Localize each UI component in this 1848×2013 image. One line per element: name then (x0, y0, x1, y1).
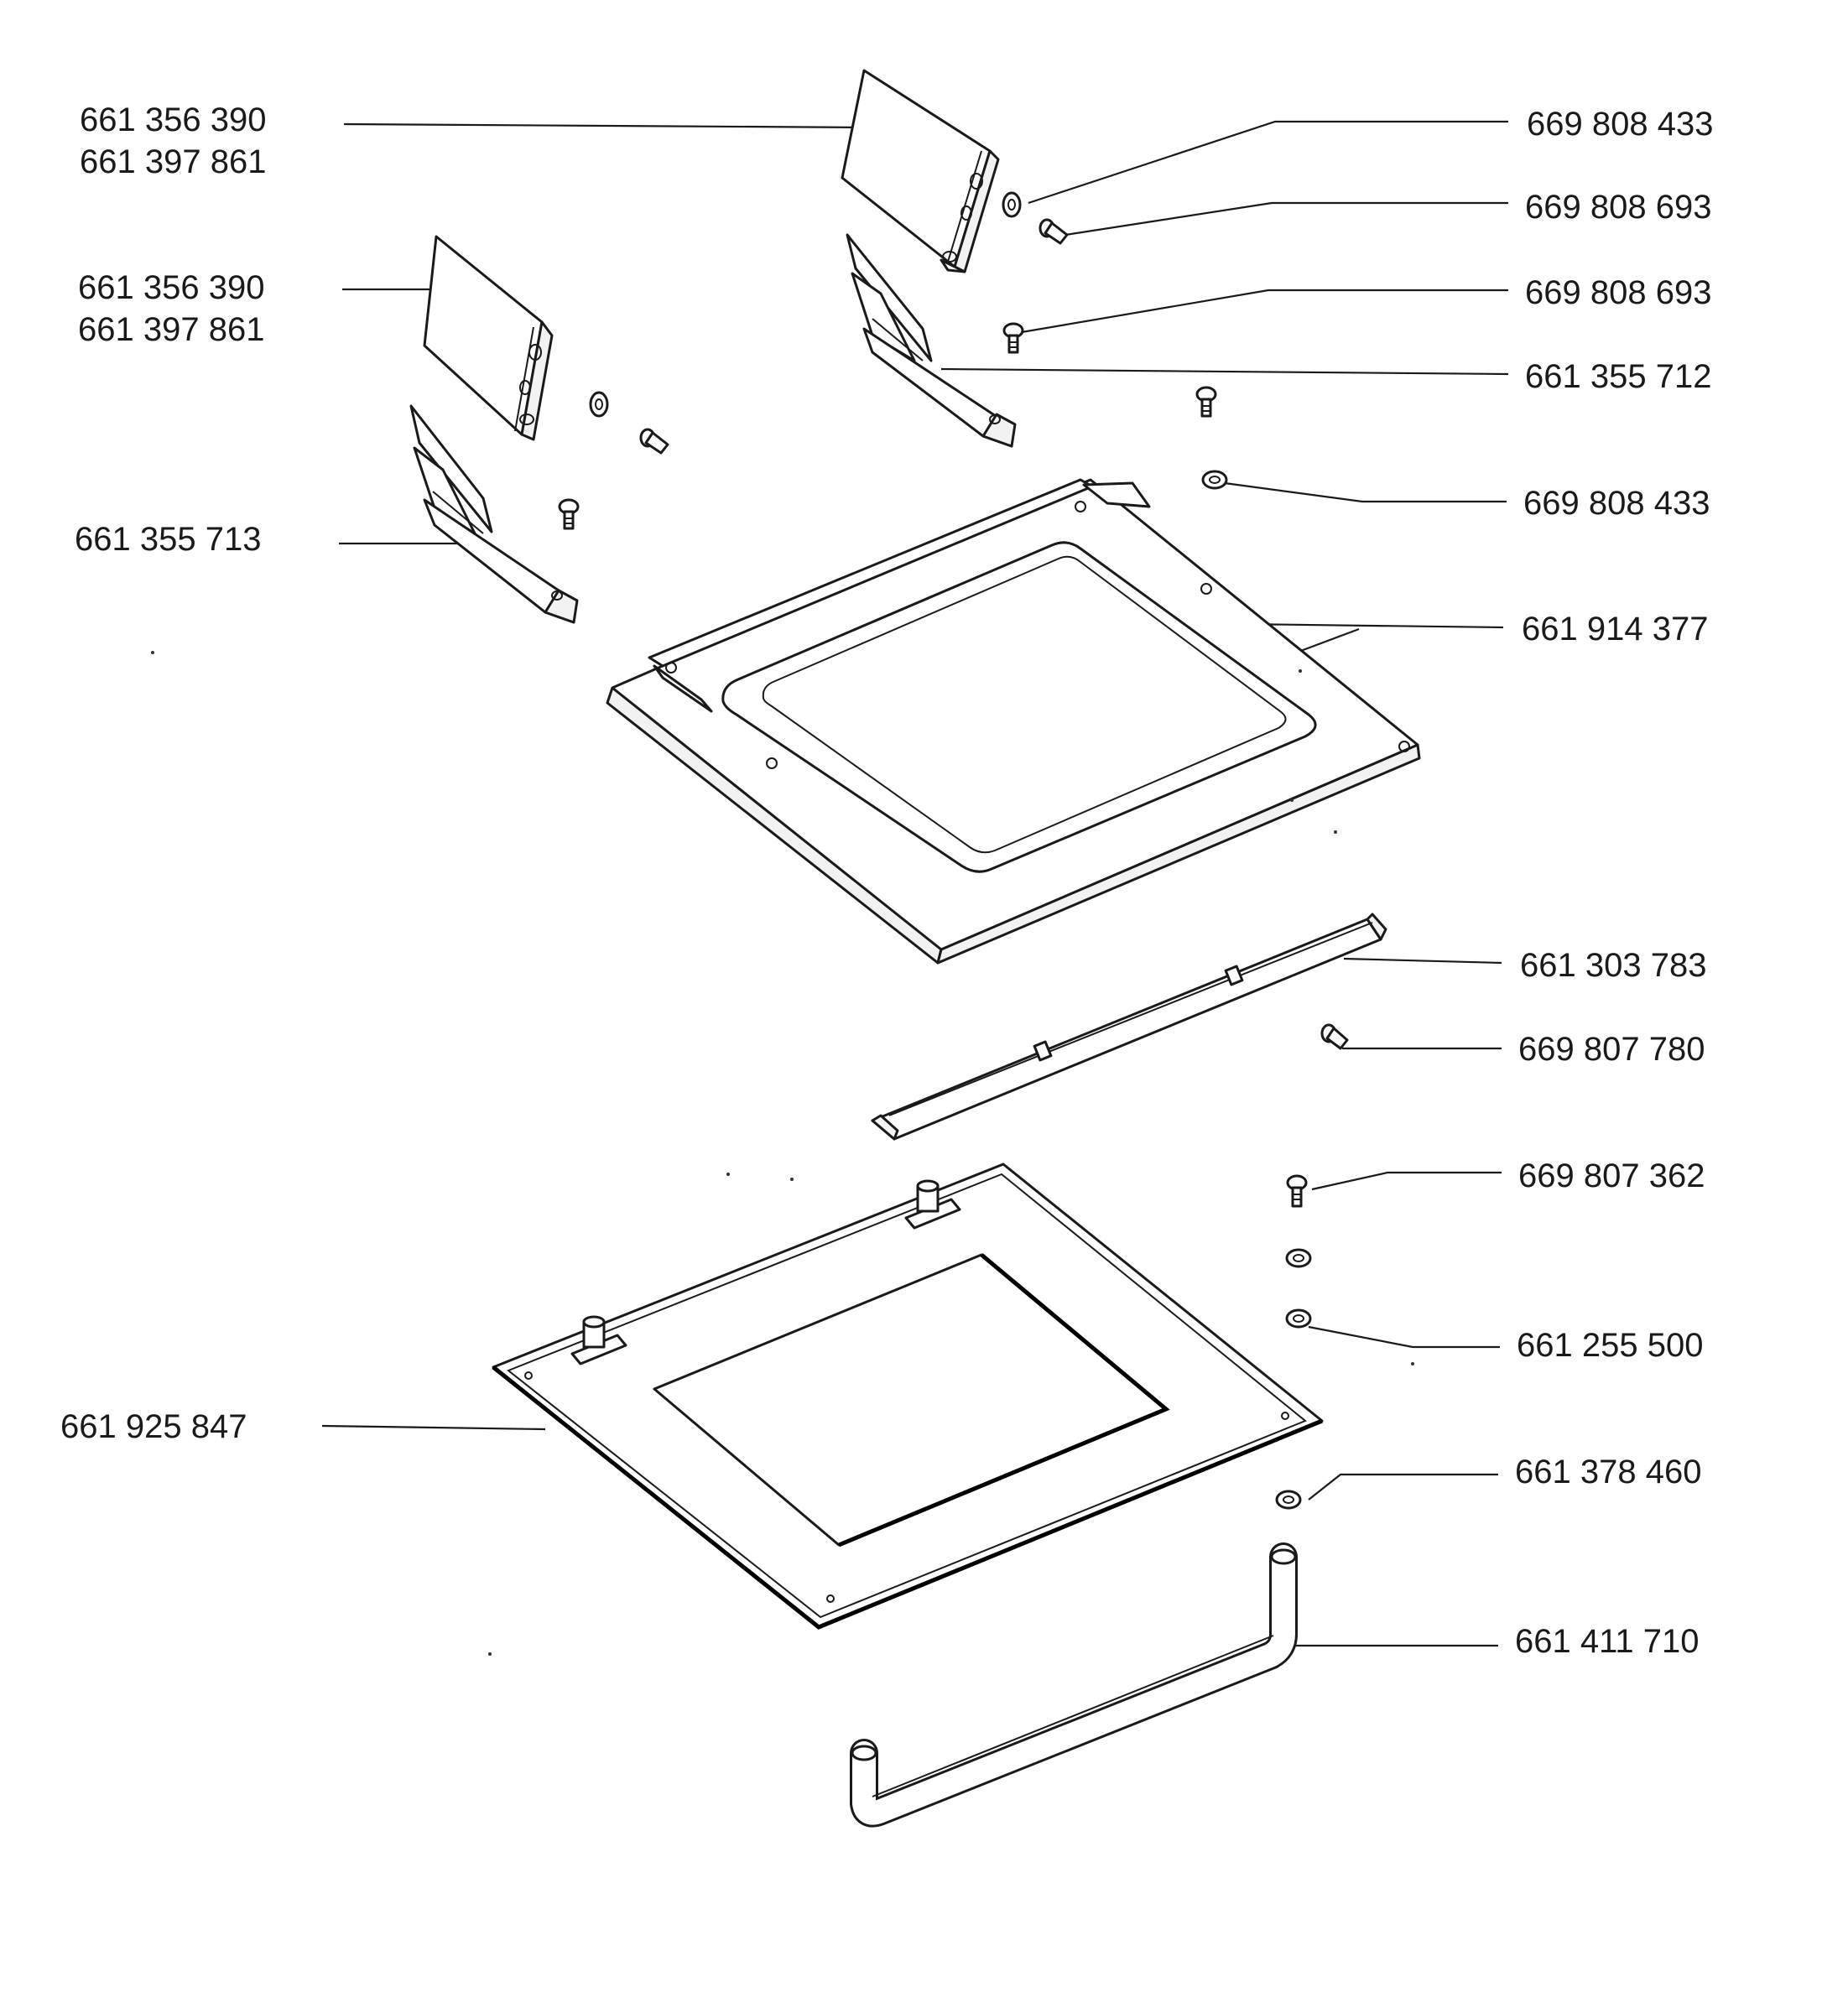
leader-outer-door-glass (321, 1424, 546, 1431)
label-washer-handle: 661 378 460 (1515, 1454, 1701, 1490)
label-washer-top-right: 669 808 433 (1527, 106, 1713, 143)
inner-door-panel (606, 478, 1421, 965)
hinge-right (846, 233, 1017, 448)
hinge-cover-mid (423, 235, 554, 441)
leader-screw-right-2 (1021, 289, 1508, 334)
label-screw-right-2: 669 808 693 (1525, 274, 1711, 311)
label-door-strip: 661 303 783 (1520, 947, 1706, 984)
label-washer-right-2: 669 808 433 (1523, 485, 1710, 522)
label-hinge-cover-mid-b: 661 397 861 (78, 311, 264, 348)
leader-washer-lower (1308, 1325, 1500, 1349)
leader-washer-handle (1308, 1473, 1498, 1501)
washer-handle-part (1275, 1490, 1302, 1510)
washer-left-part (589, 391, 609, 418)
label-inner-door-panel: 661 914 377 (1522, 611, 1708, 648)
leader-screw-right-1 (1065, 201, 1508, 237)
door-strip (871, 913, 1387, 1141)
leader-screw-lower (1311, 1171, 1502, 1191)
leader-inner-door-panel-a (1239, 622, 1504, 629)
scan-specks (151, 651, 1414, 1656)
label-washer-lower: 661 255 500 (1517, 1327, 1703, 1364)
leader-hinge-cover-top (343, 122, 875, 129)
hinge-left (409, 404, 579, 624)
washer-lower-a-part (1285, 1248, 1312, 1268)
label-handle: 661 411 710 (1515, 1623, 1699, 1660)
label-hinge-cover-top-b: 661 397 861 (80, 143, 266, 180)
screw-right-3-part (1195, 386, 1217, 418)
leader-washer-top-right (1028, 120, 1508, 205)
label-screw-right-1: 669 808 693 (1525, 189, 1711, 226)
label-outer-door-glass: 661 925 847 (60, 1408, 247, 1445)
washer-top-right-part (1002, 191, 1022, 218)
label-hinge-cover-mid-a: 661 356 390 (78, 269, 264, 306)
glass-clip-top (904, 1179, 961, 1230)
label-hinge-cover-top-a: 661 356 390 (80, 101, 266, 138)
fasteners (558, 191, 1349, 1510)
screw-right-1-part (1039, 218, 1069, 245)
label-screw-lower: 669 807 362 (1518, 1157, 1705, 1194)
screw-lower-part (1286, 1174, 1308, 1208)
hinge-cover-top (841, 69, 1000, 273)
glass-clip-left (570, 1315, 627, 1365)
washer-right-2-part (1201, 470, 1228, 490)
leader-washer-right-2 (1224, 481, 1507, 503)
screw-left-part (639, 428, 669, 455)
label-hinge-left: 661 355 713 (75, 521, 261, 558)
outer-door-glass (492, 1163, 1324, 1630)
washer-lower-b-part (1285, 1308, 1312, 1329)
screw-left-2-part (558, 498, 580, 530)
leader-lines (321, 120, 1509, 1647)
leader-door-strip (1343, 957, 1502, 965)
label-hinge-right: 661 355 712 (1525, 358, 1711, 395)
label-screw-strip: 669 807 780 (1518, 1031, 1705, 1068)
leader-hinge-right (940, 367, 1509, 376)
part-labels: 661 356 390 661 397 861 661 356 390 661 … (60, 101, 1713, 1660)
screw-right-2-part (1002, 322, 1024, 354)
screw-strip-part (1320, 1023, 1349, 1050)
handle (850, 1542, 1298, 1828)
